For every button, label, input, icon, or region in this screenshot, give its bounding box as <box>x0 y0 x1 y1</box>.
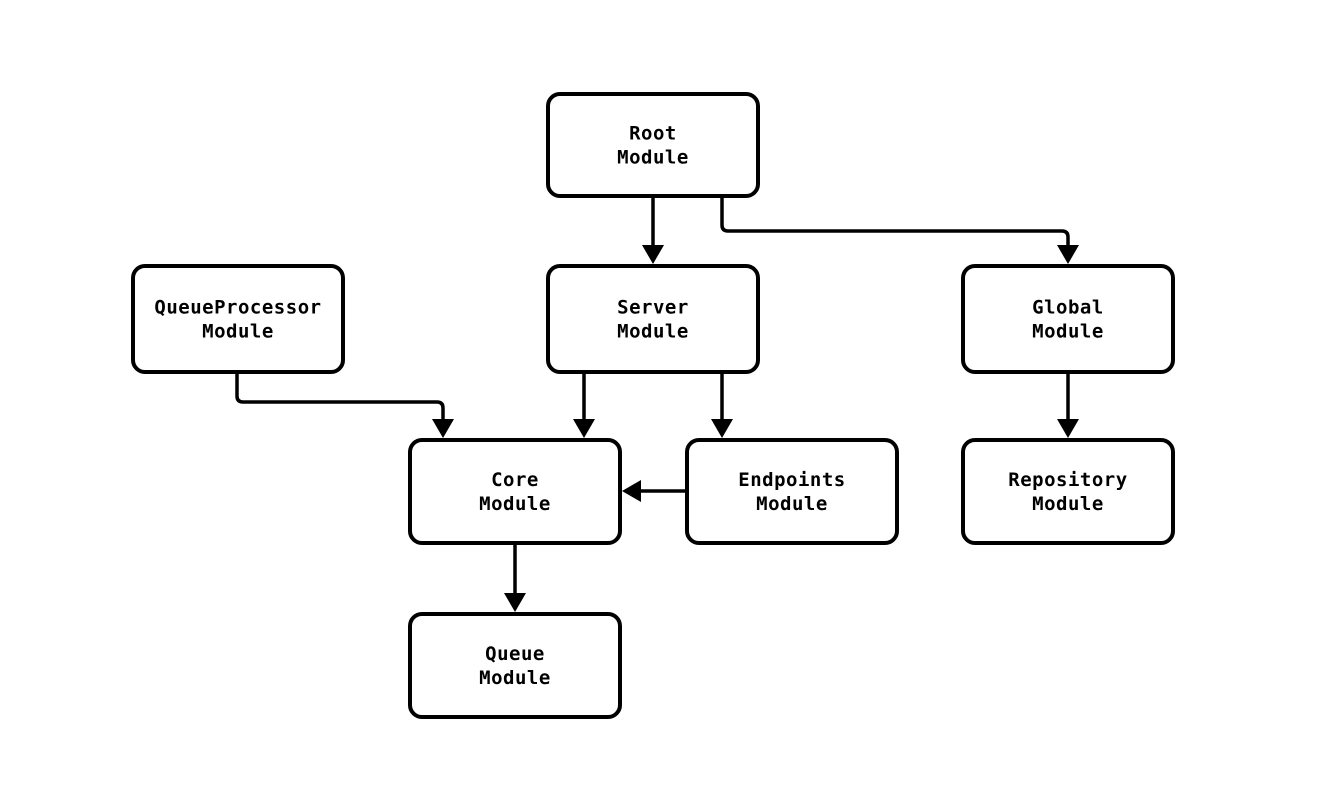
server-module-node-label-line1: Server <box>617 297 689 319</box>
global-module-node-label-line2: Module <box>1032 321 1104 343</box>
edge-server-to-core <box>573 372 595 438</box>
repository-module-node-box[interactable] <box>961 438 1175 545</box>
edge-queueprocessor-to-core <box>235 372 454 438</box>
endpoints-module-node-label-line2: Module <box>756 493 828 515</box>
queueprocessor-module-node-box[interactable] <box>131 264 345 374</box>
queue-module-node-box[interactable] <box>408 612 622 719</box>
edge-root-to-global-arrowhead <box>1057 245 1079 264</box>
root-module-node-label-line2: Module <box>617 147 689 169</box>
repository-module-node-label-line2: Module <box>1032 493 1104 515</box>
queue-module-node-label-line1: Queue <box>485 643 545 665</box>
edge-endpoints-to-core <box>622 480 687 502</box>
edge-server-to-endpoints <box>711 372 733 438</box>
core-module-node-box[interactable] <box>408 438 622 545</box>
queueprocessor-module-node-label-line1: QueueProcessor <box>154 297 321 319</box>
edge-queueprocessor-to-core-arrowhead <box>432 419 454 438</box>
global-module-node-label-line1: Global <box>1032 297 1104 319</box>
edge-queueprocessor-to-core-line <box>235 372 445 426</box>
server-module-node-box[interactable] <box>546 264 760 374</box>
edge-root-to-server-arrowhead <box>642 245 664 264</box>
server-module-node-label-line2: Module <box>617 321 689 343</box>
endpoints-module-node-box[interactable] <box>685 438 899 545</box>
root-module-node-label-line1: Root <box>629 123 677 145</box>
core-module-node-label-line2: Module <box>479 493 551 515</box>
endpoints-module-node-label-line1: Endpoints <box>738 469 845 491</box>
repository-module-node-label-line1: Repository <box>1008 469 1127 491</box>
core-module-node-label-line1: Core <box>491 469 539 491</box>
edge-global-to-repository-arrowhead <box>1057 419 1079 438</box>
nodes-layer: RootModuleQueueProcessorModuleServerModu… <box>131 92 1175 719</box>
edge-server-to-endpoints-arrowhead <box>711 419 733 438</box>
global-module-node-box[interactable] <box>961 264 1175 374</box>
edge-endpoints-to-core-arrowhead <box>622 480 641 502</box>
edge-core-to-queue <box>504 543 526 612</box>
root-module-node-box[interactable] <box>546 92 760 198</box>
edge-server-to-core-arrowhead <box>573 419 595 438</box>
edge-core-to-queue-arrowhead <box>504 593 526 612</box>
edge-root-to-global <box>720 196 1079 264</box>
edge-root-to-server <box>642 196 664 264</box>
edges-layer <box>235 196 1079 612</box>
edge-global-to-repository <box>1057 372 1079 438</box>
edge-root-to-global-line <box>720 196 1070 252</box>
queueprocessor-module-node-label-line2: Module <box>202 321 274 343</box>
queue-module-node-label-line2: Module <box>479 667 551 689</box>
